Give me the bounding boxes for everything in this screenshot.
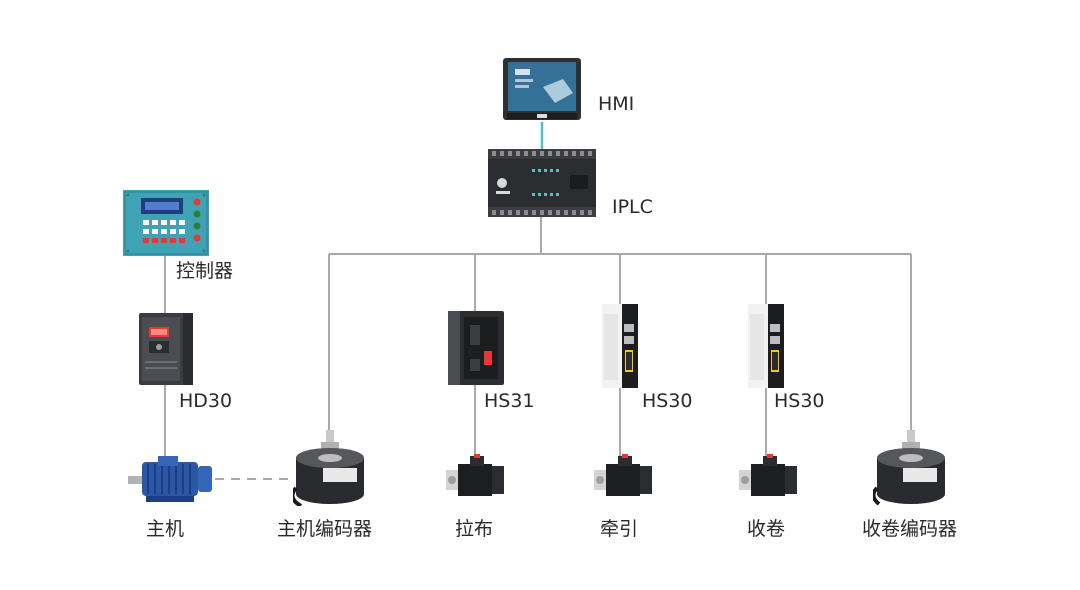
traction-motor-device	[594, 454, 654, 506]
hmi-label: HMI	[598, 93, 635, 115]
iplc-label: IPLC	[612, 196, 653, 218]
winding-label: 收卷	[747, 518, 786, 540]
servo-drive-icon	[448, 311, 504, 385]
servo-motor-icon	[594, 454, 652, 496]
hs30-b-label: HS30	[774, 390, 825, 412]
touch-panel-icon	[503, 58, 581, 120]
rotary-encoder-icon	[290, 430, 364, 508]
main-encoder-label: 主机编码器	[277, 518, 373, 540]
hmi-device	[503, 57, 581, 127]
cloth-pull-label: 拉布	[455, 518, 494, 540]
hs31-device	[448, 311, 504, 389]
hs30-a-label: HS30	[642, 390, 693, 412]
traction-label: 牵引	[600, 518, 639, 540]
plc-module-icon	[488, 149, 596, 217]
frequency-inverter-icon	[139, 313, 193, 385]
hs30-b-device	[748, 304, 784, 392]
iplc-device	[488, 149, 596, 221]
servo-drive-icon	[748, 304, 784, 388]
servo-drive-icon	[602, 304, 638, 388]
hs30-a-device	[602, 304, 638, 392]
servo-motor-icon	[739, 454, 797, 496]
control-cabinet-panel-icon	[123, 190, 209, 256]
induction-motor-icon	[128, 456, 212, 502]
winding-encoder-device	[871, 430, 949, 510]
hd30-label: HD30	[179, 390, 233, 412]
rotary-encoder-icon	[871, 430, 945, 506]
servo-motor-icon	[446, 454, 504, 496]
winding-motor-device	[739, 454, 799, 506]
main-motor-device	[128, 456, 216, 508]
main-motor-label: 主机	[146, 518, 185, 540]
hs31-label: HS31	[484, 390, 535, 412]
main-encoder-device	[290, 430, 365, 510]
cloth-pull-motor-device	[446, 454, 506, 506]
winding-encoder-label: 收卷编码器	[862, 518, 958, 540]
controller-device	[123, 190, 209, 260]
hd30-device	[139, 313, 193, 389]
controller-label: 控制器	[176, 260, 234, 282]
